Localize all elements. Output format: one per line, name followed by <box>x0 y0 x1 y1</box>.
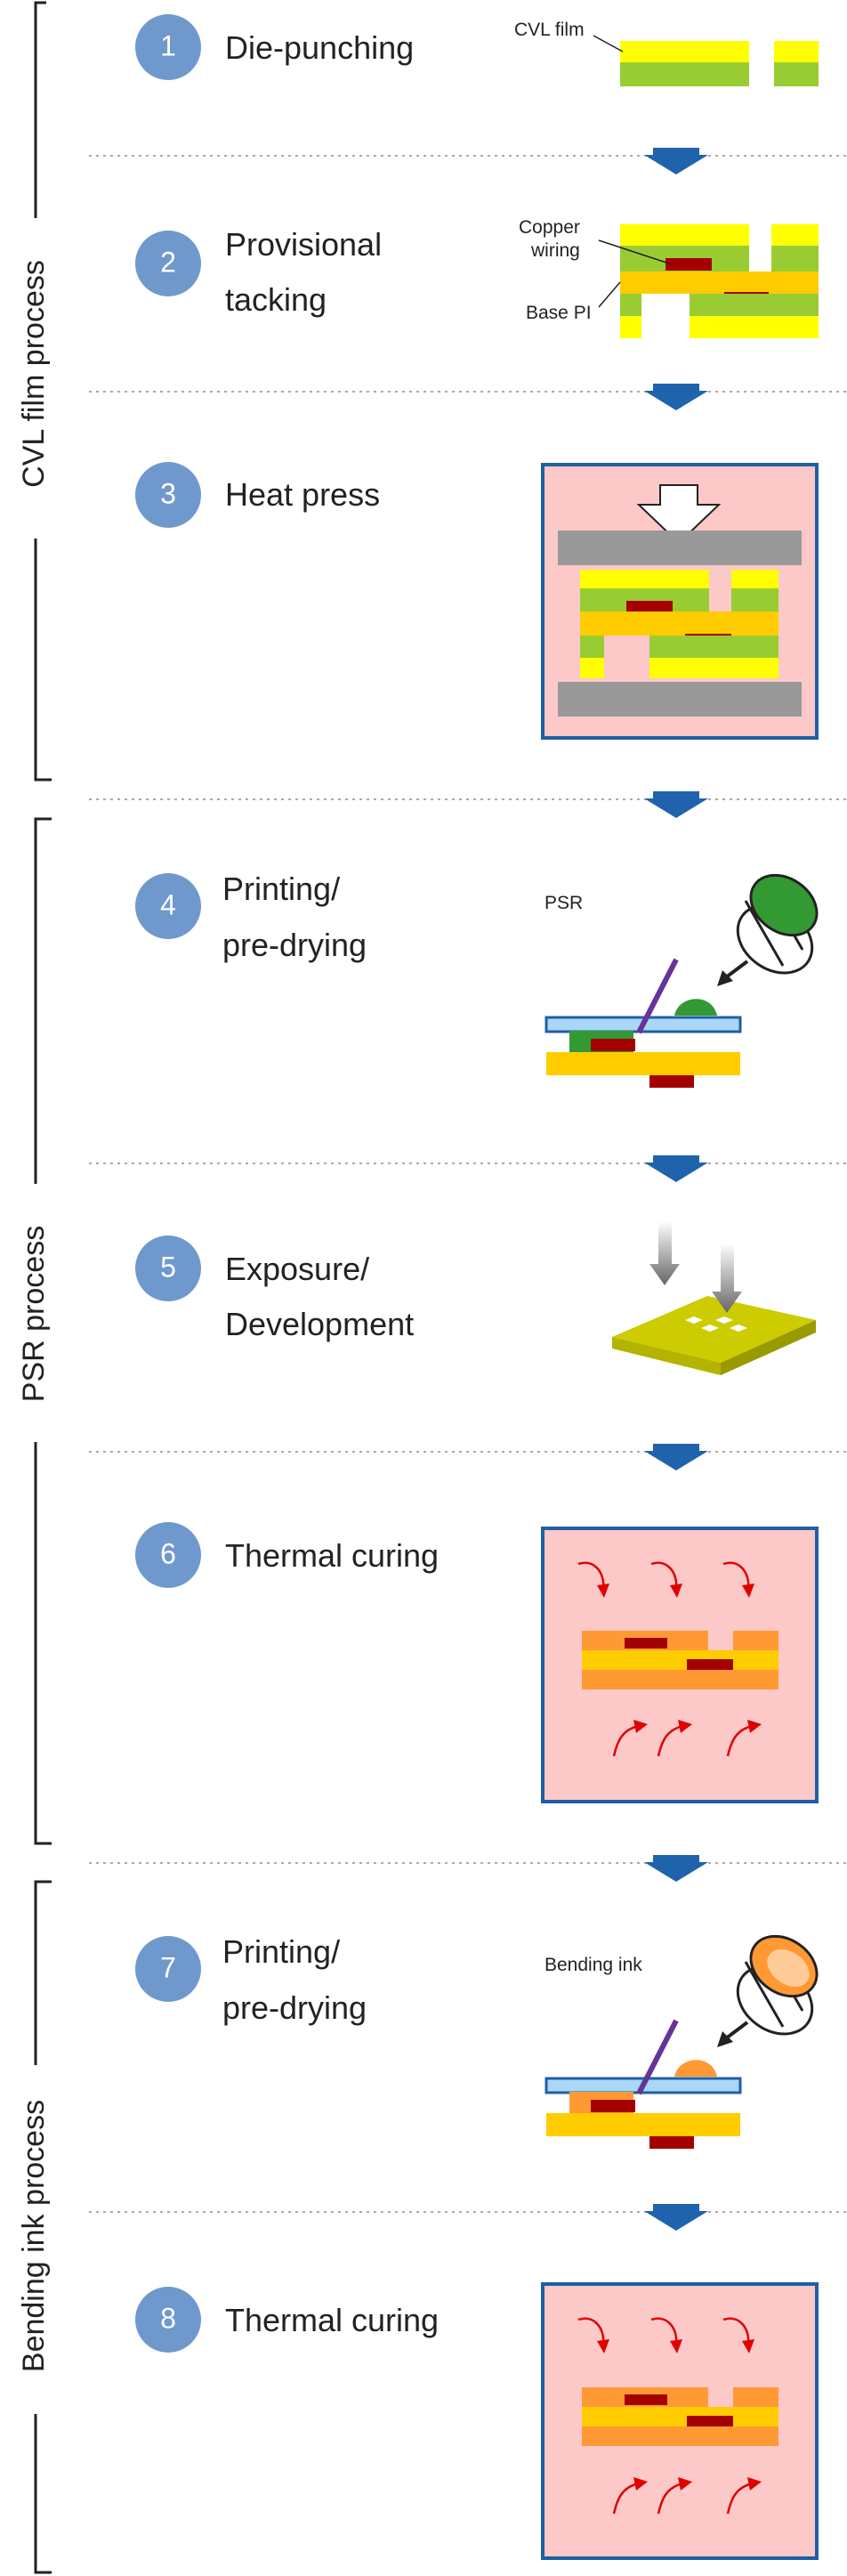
squeegee-icon <box>636 958 679 1034</box>
step-title: Die-punching <box>225 29 414 66</box>
squeegee-icon <box>636 2019 679 2095</box>
group-bracket-bending <box>34 1880 52 2574</box>
group-label-cvl: CVL film process <box>17 260 51 488</box>
step-title: pre-drying <box>222 927 367 963</box>
pointer-arrow-icon <box>724 960 749 979</box>
copper-wiring-label: wiring <box>530 240 580 261</box>
step-badge <box>135 1936 201 2002</box>
ink-cup-icon <box>736 1934 819 2036</box>
step-badge <box>135 873 201 939</box>
step-number: 2 <box>160 246 176 278</box>
step-title: Provisional <box>225 226 382 263</box>
step-title: Development <box>225 1306 414 1342</box>
step-title: pre-drying <box>222 1989 367 2026</box>
bending-ink-label: Bending ink <box>544 1955 642 1975</box>
group-label-psr: PSR process <box>17 1226 51 1402</box>
group-bracket-cvl <box>34 1 52 782</box>
uv-light-arrow-icon <box>712 1243 742 1313</box>
ink-cup-icon <box>736 872 819 975</box>
step-number: 8 <box>160 2302 176 2334</box>
step-number: 4 <box>160 888 176 920</box>
step-8-header: 8 Thermal curing <box>135 2287 439 2353</box>
step-number: 6 <box>160 1537 176 1569</box>
step-title: Thermal curing <box>225 1537 439 1574</box>
step-title: Heat press <box>225 476 380 513</box>
step-4-header: 4 Printing/ pre-drying <box>135 871 367 963</box>
step-badge <box>135 14 201 80</box>
step-number: 1 <box>160 29 176 61</box>
illustration-die-punching: CVL film <box>514 20 819 86</box>
cvl-film-label: CVL film <box>514 20 585 40</box>
illustration-bending-ink-printing: Bending ink <box>544 1934 819 2149</box>
step-3-header: 3 Heat press <box>135 462 380 528</box>
illustration-thermal-curing-bending <box>541 2282 819 2560</box>
copper-wiring-label: Copper <box>519 217 580 238</box>
step-badge <box>135 231 201 296</box>
step-7-header: 7 Printing/ pre-drying <box>135 1933 367 2026</box>
step-title: Exposure/ <box>225 1251 369 1287</box>
psr-label: PSR <box>544 893 583 913</box>
down-arrow-icon <box>644 148 708 174</box>
step-5-header: 5 Exposure/ Development <box>135 1235 414 1342</box>
step-title: tacking <box>225 281 327 318</box>
press-arrow-icon <box>636 484 722 545</box>
down-arrow-icon <box>644 1155 708 1182</box>
step-1-header: 1 Die-punching <box>135 14 414 80</box>
step-6-header: 6 Thermal curing <box>135 1522 439 1588</box>
layer-stack <box>582 1631 778 1689</box>
step-title: Printing/ <box>222 1933 340 1970</box>
down-arrow-icon <box>644 791 708 818</box>
illustration-heat-press <box>541 463 819 740</box>
illustration-exposure-development <box>612 1221 816 1375</box>
base-pi-label: Base PI <box>526 303 592 323</box>
down-arrow-icon <box>644 2204 708 2231</box>
step-badge <box>135 1235 201 1301</box>
step-badge <box>135 2287 201 2353</box>
step-separators <box>89 155 847 2213</box>
step-badge <box>135 462 201 528</box>
step-title: Thermal curing <box>225 2302 439 2338</box>
step-number: 3 <box>160 477 176 509</box>
down-arrow-icon <box>644 1855 708 1882</box>
illustration-provisional-tacking: Copper wiring Base PI <box>519 217 819 338</box>
flow-arrows <box>644 148 708 2231</box>
uv-light-arrow-icon <box>649 1221 680 1285</box>
group-bracket-psr <box>34 817 52 1845</box>
step-badge <box>135 1522 201 1588</box>
layer-stack <box>582 2387 778 2446</box>
step-2-header: 2 Provisional tacking <box>135 226 382 318</box>
illustration-psr-printing: PSR <box>544 872 819 1088</box>
step-title: Printing/ <box>222 871 340 907</box>
pointer-arrow-icon <box>724 2021 749 2040</box>
group-label-bending: Bending ink process <box>17 2100 51 2372</box>
step-number: 7 <box>160 1951 176 1983</box>
illustration-thermal-curing-psr <box>541 1527 819 1803</box>
down-arrow-icon <box>644 384 708 410</box>
step-number: 5 <box>160 1251 176 1283</box>
down-arrow-icon <box>644 1444 708 1470</box>
